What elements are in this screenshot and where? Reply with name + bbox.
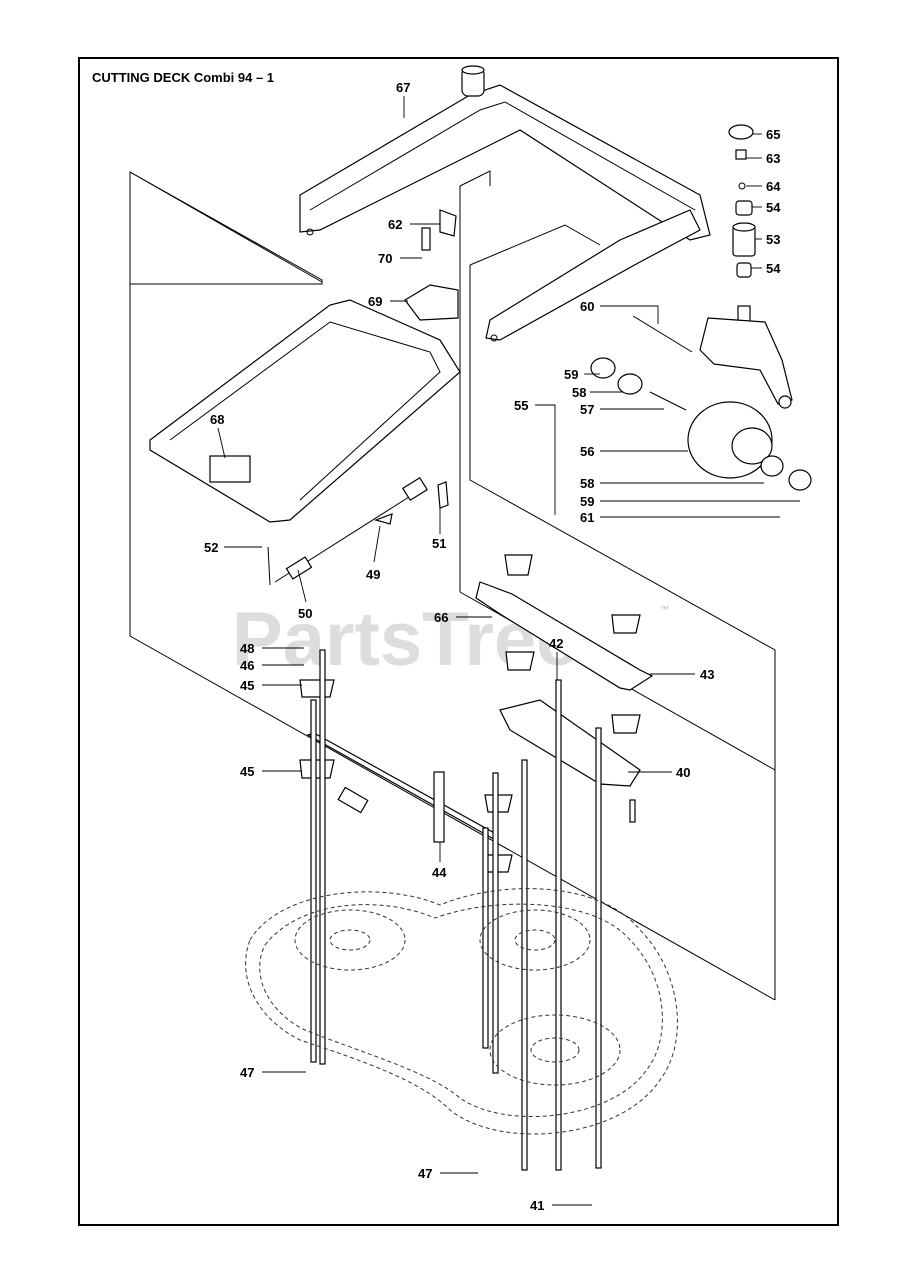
caster-spindle-parts (728, 124, 756, 333)
callout-labels: 67 65 63 64 54 53 54 62 70 69 60 59 58 5… (204, 80, 781, 1213)
bracket-parts (404, 209, 459, 321)
callout-57: 57 (580, 402, 594, 417)
group-outline-right-top (469, 224, 601, 266)
callout-63: 63 (766, 151, 780, 166)
linkage-rods (267, 476, 449, 586)
callout-56: 56 (580, 444, 594, 459)
callout-60: 60 (580, 299, 594, 314)
callout-45-upper: 45 (240, 678, 254, 693)
callout-58-top: 58 (572, 385, 586, 400)
callout-48: 48 (240, 641, 254, 656)
callout-40: 40 (676, 765, 690, 780)
leader-lines (217, 96, 800, 1206)
group-outline-middle-top (459, 170, 491, 187)
diagram-title: CUTTING DECK Combi 94 – 1 (92, 70, 275, 85)
callout-55: 55 (514, 398, 528, 413)
callout-54-top: 54 (766, 200, 781, 215)
group-outline-edge-1 (129, 171, 323, 283)
front-shaft-assembly (299, 679, 513, 873)
callout-59-bottom: 59 (580, 494, 594, 509)
callout-46: 46 (240, 658, 254, 673)
callout-52: 52 (204, 540, 218, 555)
callout-42: 42 (549, 636, 563, 651)
callout-47-bottom: 47 (418, 1166, 432, 1181)
callout-61: 61 (580, 510, 594, 525)
callout-69: 69 (368, 294, 382, 309)
callout-49: 49 (366, 567, 380, 582)
callout-45-lower: 45 (240, 764, 254, 779)
diagram-frame (78, 57, 839, 1226)
callout-64: 64 (766, 179, 781, 194)
callout-68: 68 (210, 412, 224, 427)
watermark-trademark: ™ (660, 604, 669, 614)
rear-shaft-assembly (475, 554, 654, 787)
group-outline-right (469, 265, 776, 1000)
lift-arm-assembly (299, 65, 711, 342)
callout-70: 70 (378, 251, 392, 266)
callout-66: 66 (434, 610, 448, 625)
deck-lift-frame (149, 299, 461, 523)
callout-62: 62 (388, 217, 402, 232)
callout-50: 50 (298, 606, 312, 621)
caster-wheel-assembly (590, 315, 812, 491)
bolts (310, 649, 636, 1171)
callout-58-bottom: 58 (580, 476, 594, 491)
callout-53: 53 (766, 232, 780, 247)
cutting-deck-outline (245, 888, 678, 1135)
callout-44: 44 (432, 865, 447, 880)
callout-43: 43 (700, 667, 714, 682)
callout-47-left: 47 (240, 1065, 254, 1080)
callout-65: 65 (766, 127, 780, 142)
callout-41: 41 (530, 1198, 544, 1213)
callout-54-bottom: 54 (766, 261, 781, 276)
callout-67: 67 (396, 80, 410, 95)
callout-59-top: 59 (564, 367, 578, 382)
callout-51: 51 (432, 536, 446, 551)
